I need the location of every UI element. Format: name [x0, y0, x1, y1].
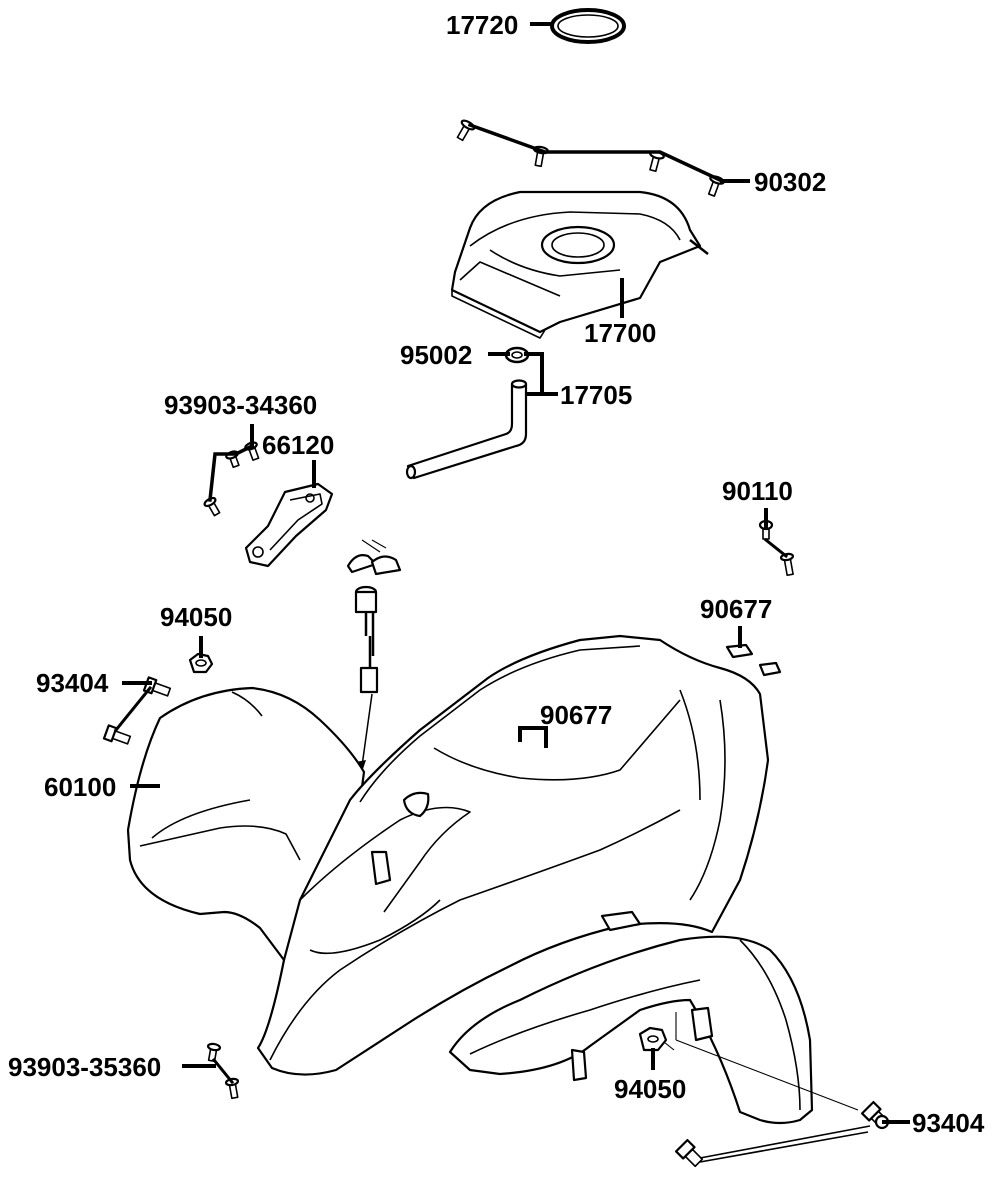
label-90110: 90110 [722, 476, 793, 506]
o-ring-17720-drawing [550, 8, 626, 44]
label-93903-35360: 93903-35360 [8, 1052, 161, 1082]
front-fender-60100-drawing [126, 634, 814, 1125]
tank-cover-17700-drawing [450, 190, 709, 339]
label-94050-upper: 94050 [160, 602, 232, 632]
label-17705: 17705 [560, 380, 632, 410]
alignment-lines [675, 1012, 859, 1111]
label-95002: 95002 [400, 340, 472, 370]
hose-17705-drawing [405, 379, 528, 480]
label-90302: 90302 [754, 167, 826, 197]
part-labels: 17720 90302 17700 95002 17705 93903-3436… [8, 10, 985, 1138]
label-66120: 66120 [262, 430, 334, 460]
leader-lines [113, 22, 910, 1124]
label-93404-upper: 93404 [36, 668, 109, 698]
nut-94050-lower-drawing [638, 1026, 675, 1052]
screws-90302-drawing [456, 119, 725, 197]
label-60100: 60100 [44, 772, 116, 802]
label-93903-34360: 93903-34360 [164, 390, 317, 420]
switch-wire-drawing [346, 539, 402, 772]
label-93404-lower: 93404 [912, 1108, 985, 1138]
nut-94050-upper-drawing [188, 652, 214, 674]
label-90677-upper: 90677 [700, 594, 772, 624]
screws-93903-35360-drawing [206, 1042, 240, 1100]
label-90677-inner: 90677 [540, 700, 612, 730]
label-17700: 17700 [584, 318, 656, 348]
bracket-66120-drawing [244, 482, 334, 568]
bolts-93404-upper-drawing [102, 676, 172, 745]
label-17720: 17720 [446, 10, 518, 40]
clips-90677-upper-drawing [725, 643, 782, 677]
label-94050-lower: 94050 [614, 1074, 686, 1104]
